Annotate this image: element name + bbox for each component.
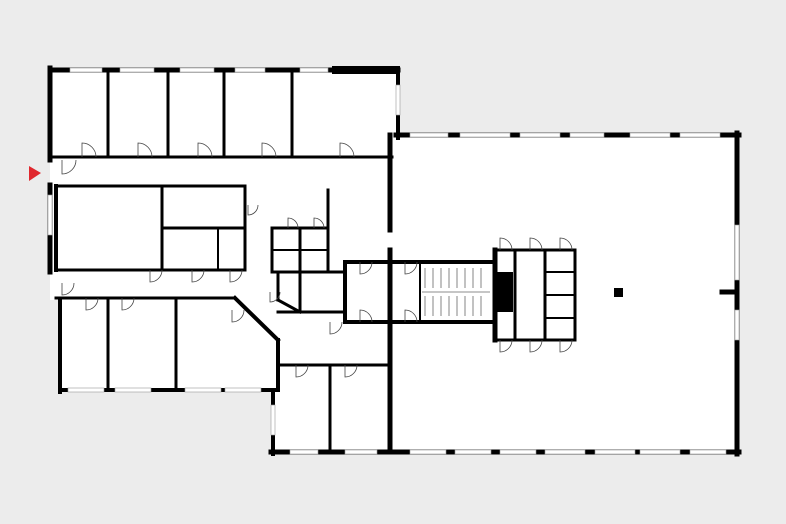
wall bbox=[275, 297, 303, 315]
wall bbox=[232, 295, 281, 343]
door-swing-icon bbox=[197, 142, 213, 158]
window bbox=[179, 67, 215, 73]
window bbox=[454, 449, 492, 455]
window bbox=[544, 449, 586, 455]
windows bbox=[47, 67, 740, 455]
door-swing-icon bbox=[313, 217, 325, 229]
window bbox=[639, 449, 681, 455]
column bbox=[614, 288, 623, 297]
doors bbox=[61, 142, 573, 378]
door-swing-icon bbox=[404, 261, 418, 275]
entrance-arrow-icon bbox=[29, 166, 41, 181]
window bbox=[594, 449, 636, 455]
window bbox=[270, 404, 276, 436]
window bbox=[119, 67, 155, 73]
window bbox=[689, 449, 727, 455]
door-swing-icon bbox=[344, 364, 358, 378]
window bbox=[409, 449, 447, 455]
stair-icon bbox=[422, 268, 490, 316]
window bbox=[679, 132, 721, 138]
door-swing-icon bbox=[137, 142, 153, 158]
window bbox=[734, 309, 740, 341]
door-swing-icon bbox=[61, 159, 77, 175]
door-swing-icon bbox=[287, 217, 299, 229]
door-swing-icon bbox=[559, 339, 573, 353]
door-swing-icon bbox=[191, 269, 205, 283]
wall-block bbox=[332, 66, 398, 74]
door-swing-icon bbox=[499, 339, 513, 353]
window bbox=[234, 67, 266, 73]
door-swing-icon bbox=[261, 142, 277, 158]
window bbox=[734, 224, 740, 281]
window bbox=[344, 449, 378, 455]
door-swing-icon bbox=[229, 269, 243, 283]
door-swing-icon bbox=[529, 339, 543, 353]
shaft bbox=[497, 272, 513, 312]
door-swing-icon bbox=[359, 309, 373, 323]
door-swing-icon bbox=[529, 237, 543, 251]
door-swing-icon bbox=[149, 269, 163, 283]
door-swing-icon bbox=[404, 309, 418, 323]
window bbox=[114, 387, 152, 393]
window bbox=[299, 67, 329, 73]
door-swing-icon bbox=[499, 237, 513, 251]
window bbox=[499, 449, 537, 455]
door-swing-icon bbox=[359, 261, 373, 275]
door-swing-icon bbox=[247, 204, 259, 216]
window bbox=[184, 387, 222, 393]
door-swing-icon bbox=[269, 291, 281, 303]
door-swing-icon bbox=[85, 297, 99, 311]
window bbox=[289, 449, 319, 455]
door-swing-icon bbox=[339, 142, 355, 158]
window bbox=[67, 387, 105, 393]
window bbox=[47, 194, 53, 236]
window bbox=[569, 132, 605, 138]
window bbox=[459, 132, 511, 138]
door-swing-icon bbox=[295, 364, 309, 378]
window bbox=[409, 132, 449, 138]
door-swing-icon bbox=[61, 282, 75, 296]
window bbox=[629, 132, 671, 138]
window bbox=[519, 132, 561, 138]
door-swing-icon bbox=[329, 321, 343, 335]
door-swing-icon bbox=[81, 142, 97, 158]
window bbox=[69, 67, 103, 73]
door-swing-icon bbox=[231, 309, 245, 323]
window bbox=[224, 387, 262, 393]
door-swing-icon bbox=[121, 297, 135, 311]
door-swing-icon bbox=[559, 237, 573, 251]
window bbox=[395, 84, 401, 116]
